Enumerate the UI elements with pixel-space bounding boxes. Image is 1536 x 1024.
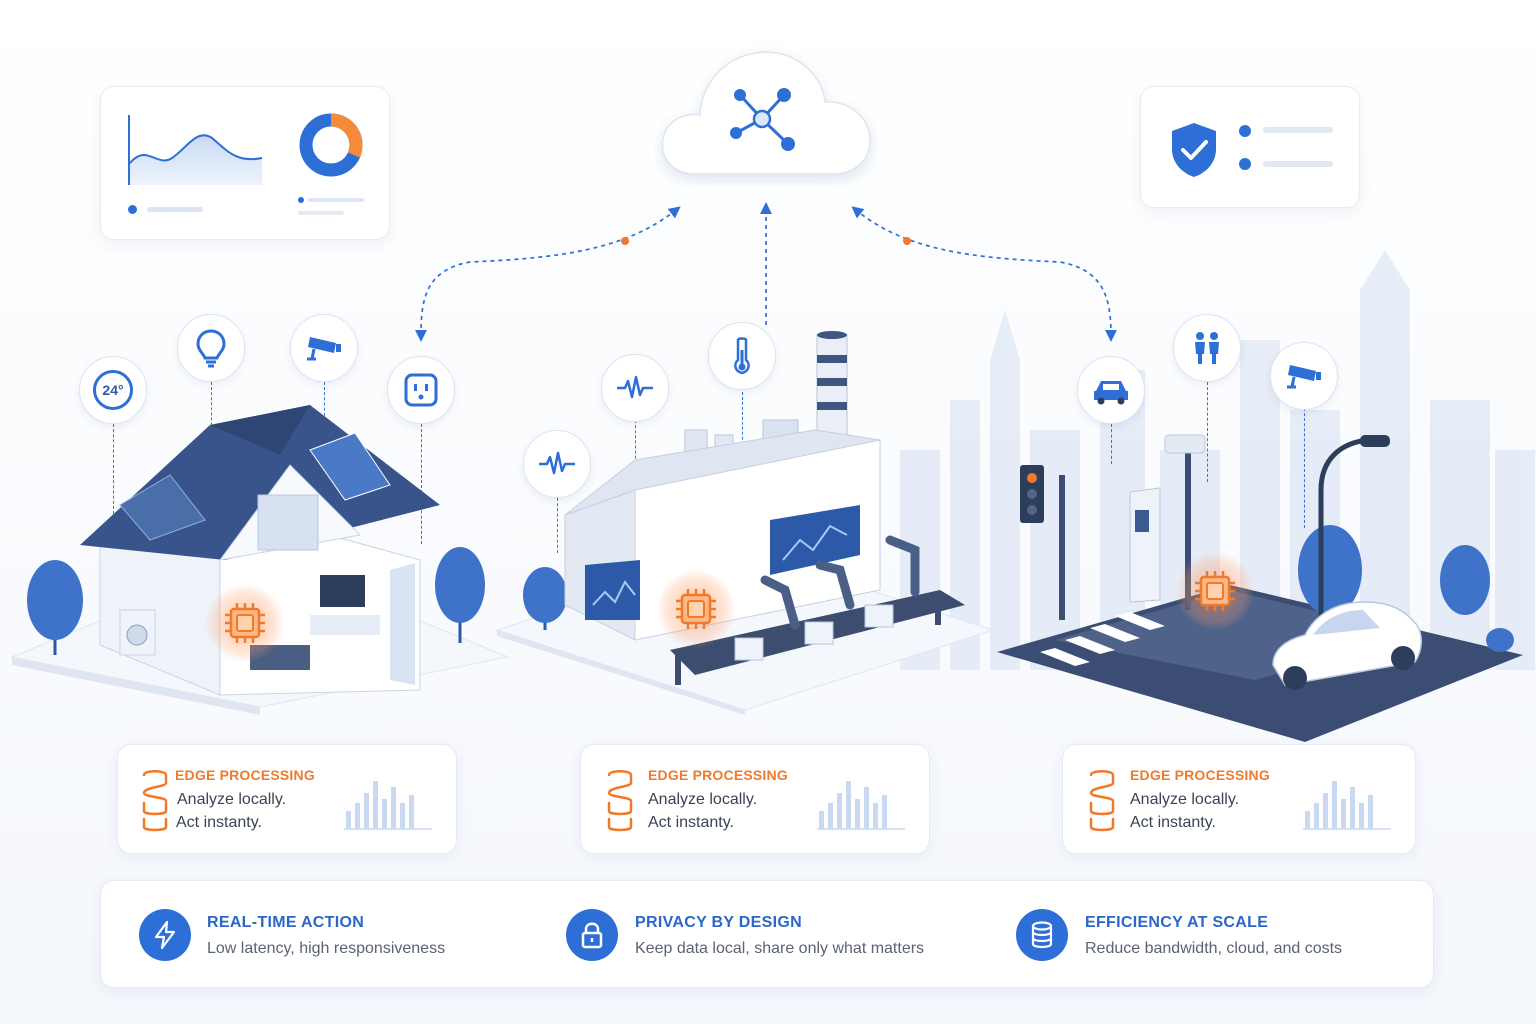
smart-home-scene <box>10 405 510 715</box>
camera-link-city <box>1304 408 1305 528</box>
legend-bar <box>147 207 203 212</box>
edge-processing-icon <box>607 770 633 832</box>
power-outlet-icon <box>404 373 438 407</box>
edge-chip-home <box>206 584 284 662</box>
edge-processing-card-city: EDGE PROCESSING Analyze locally. Act ins… <box>1062 744 1416 854</box>
pedestrian-sensor <box>1173 314 1241 382</box>
status-bar-1 <box>1263 127 1333 133</box>
feature-title: EFFICIENCY AT SCALE <box>1085 914 1269 931</box>
waveform-icon <box>539 451 575 475</box>
thermostat-link <box>113 424 114 514</box>
status-dot-2 <box>1239 158 1251 170</box>
database-icon <box>1016 909 1068 961</box>
edge-processing-card-factory: EDGE PROCESSING Analyze locally. Act ins… <box>580 744 930 854</box>
car-link <box>1111 424 1112 464</box>
car-icon <box>1094 381 1128 405</box>
security-camera-icon <box>307 337 341 361</box>
donut-legend-bar-1 <box>308 198 364 202</box>
smart-outlet-sensor <box>387 356 455 424</box>
edge-card-line-2: Act instanty. <box>1130 814 1216 831</box>
mini-bar-chart-icon <box>344 781 432 830</box>
lightning-icon <box>139 909 191 961</box>
light-bulb-icon <box>196 329 226 368</box>
wave-link-1 <box>557 498 558 553</box>
vibration-sensor-1 <box>523 430 591 498</box>
vibration-sensor-2 <box>601 354 669 422</box>
line-chart-icon <box>128 115 263 185</box>
temperature-sensor <box>708 322 776 390</box>
smart-bulb-sensor <box>177 314 245 382</box>
analytics-dashboard-card <box>100 86 390 240</box>
smart-city-scene <box>997 434 1523 742</box>
mini-bar-chart-icon <box>1303 781 1391 830</box>
shield-check-icon <box>1172 123 1216 177</box>
edge-card-line-2: Act instanty. <box>176 814 262 831</box>
processor-chip-icon <box>676 589 716 629</box>
feature-text: Low latency, high responsiveness <box>207 940 446 957</box>
legend-dot <box>128 205 137 214</box>
benefits-bar: REAL-TIME ACTION Low latency, high respo… <box>100 880 1434 988</box>
people-icon <box>1195 332 1219 364</box>
city-camera-sensor <box>1270 342 1338 410</box>
cloud-connectors <box>415 202 1117 342</box>
edge-card-line-1: Analyze locally. <box>177 791 287 808</box>
feature-title: REAL-TIME ACTION <box>207 914 365 931</box>
outlet-link <box>421 424 422 544</box>
edge-processing-icon <box>142 770 168 832</box>
donut-legend-bar-2 <box>298 211 344 215</box>
thermostat-icon: 24° <box>93 370 133 410</box>
waveform-icon <box>617 375 653 399</box>
feature-title: PRIVACY BY DESIGN <box>635 914 802 931</box>
edge-card-title: EDGE PROCESSING <box>648 767 788 783</box>
status-bar-2 <box>1263 161 1333 167</box>
processor-chip-icon <box>225 603 265 643</box>
security-camera-icon <box>1287 365 1321 389</box>
status-dot-1 <box>1239 125 1251 137</box>
edge-chip-city <box>1176 552 1254 630</box>
people-link <box>1207 382 1208 482</box>
feature-text: Keep data local, share only what matters <box>635 940 925 957</box>
edge-processing-icon <box>1089 770 1115 832</box>
donut-legend-dot <box>298 197 304 203</box>
thermometer-icon <box>734 337 750 375</box>
feature-text: Reduce bandwidth, cloud, and costs <box>1085 940 1343 957</box>
edge-chip-factory <box>657 570 735 648</box>
mini-bar-chart-icon <box>817 781 905 830</box>
processor-chip-icon <box>1195 571 1235 611</box>
edge-processing-card-home: EDGE PROCESSING Analyze locally. Act ins… <box>117 744 457 854</box>
edge-card-line-2: Act instanty. <box>648 814 734 831</box>
edge-card-title: EDGE PROCESSING <box>1130 767 1270 783</box>
lock-icon <box>566 909 618 961</box>
edge-card-title: EDGE PROCESSING <box>175 767 315 783</box>
thermostat-reading: 24° <box>102 382 124 398</box>
edge-card-line-1: Analyze locally. <box>648 791 758 808</box>
home-camera-sensor <box>290 314 358 382</box>
vehicle-sensor <box>1077 356 1145 424</box>
donut-chart-icon <box>299 113 363 177</box>
security-status-card <box>1140 86 1360 208</box>
network-hub-icon <box>730 88 795 151</box>
thermostat-sensor: 24° <box>79 356 147 424</box>
edge-card-line-1: Analyze locally. <box>1130 791 1240 808</box>
